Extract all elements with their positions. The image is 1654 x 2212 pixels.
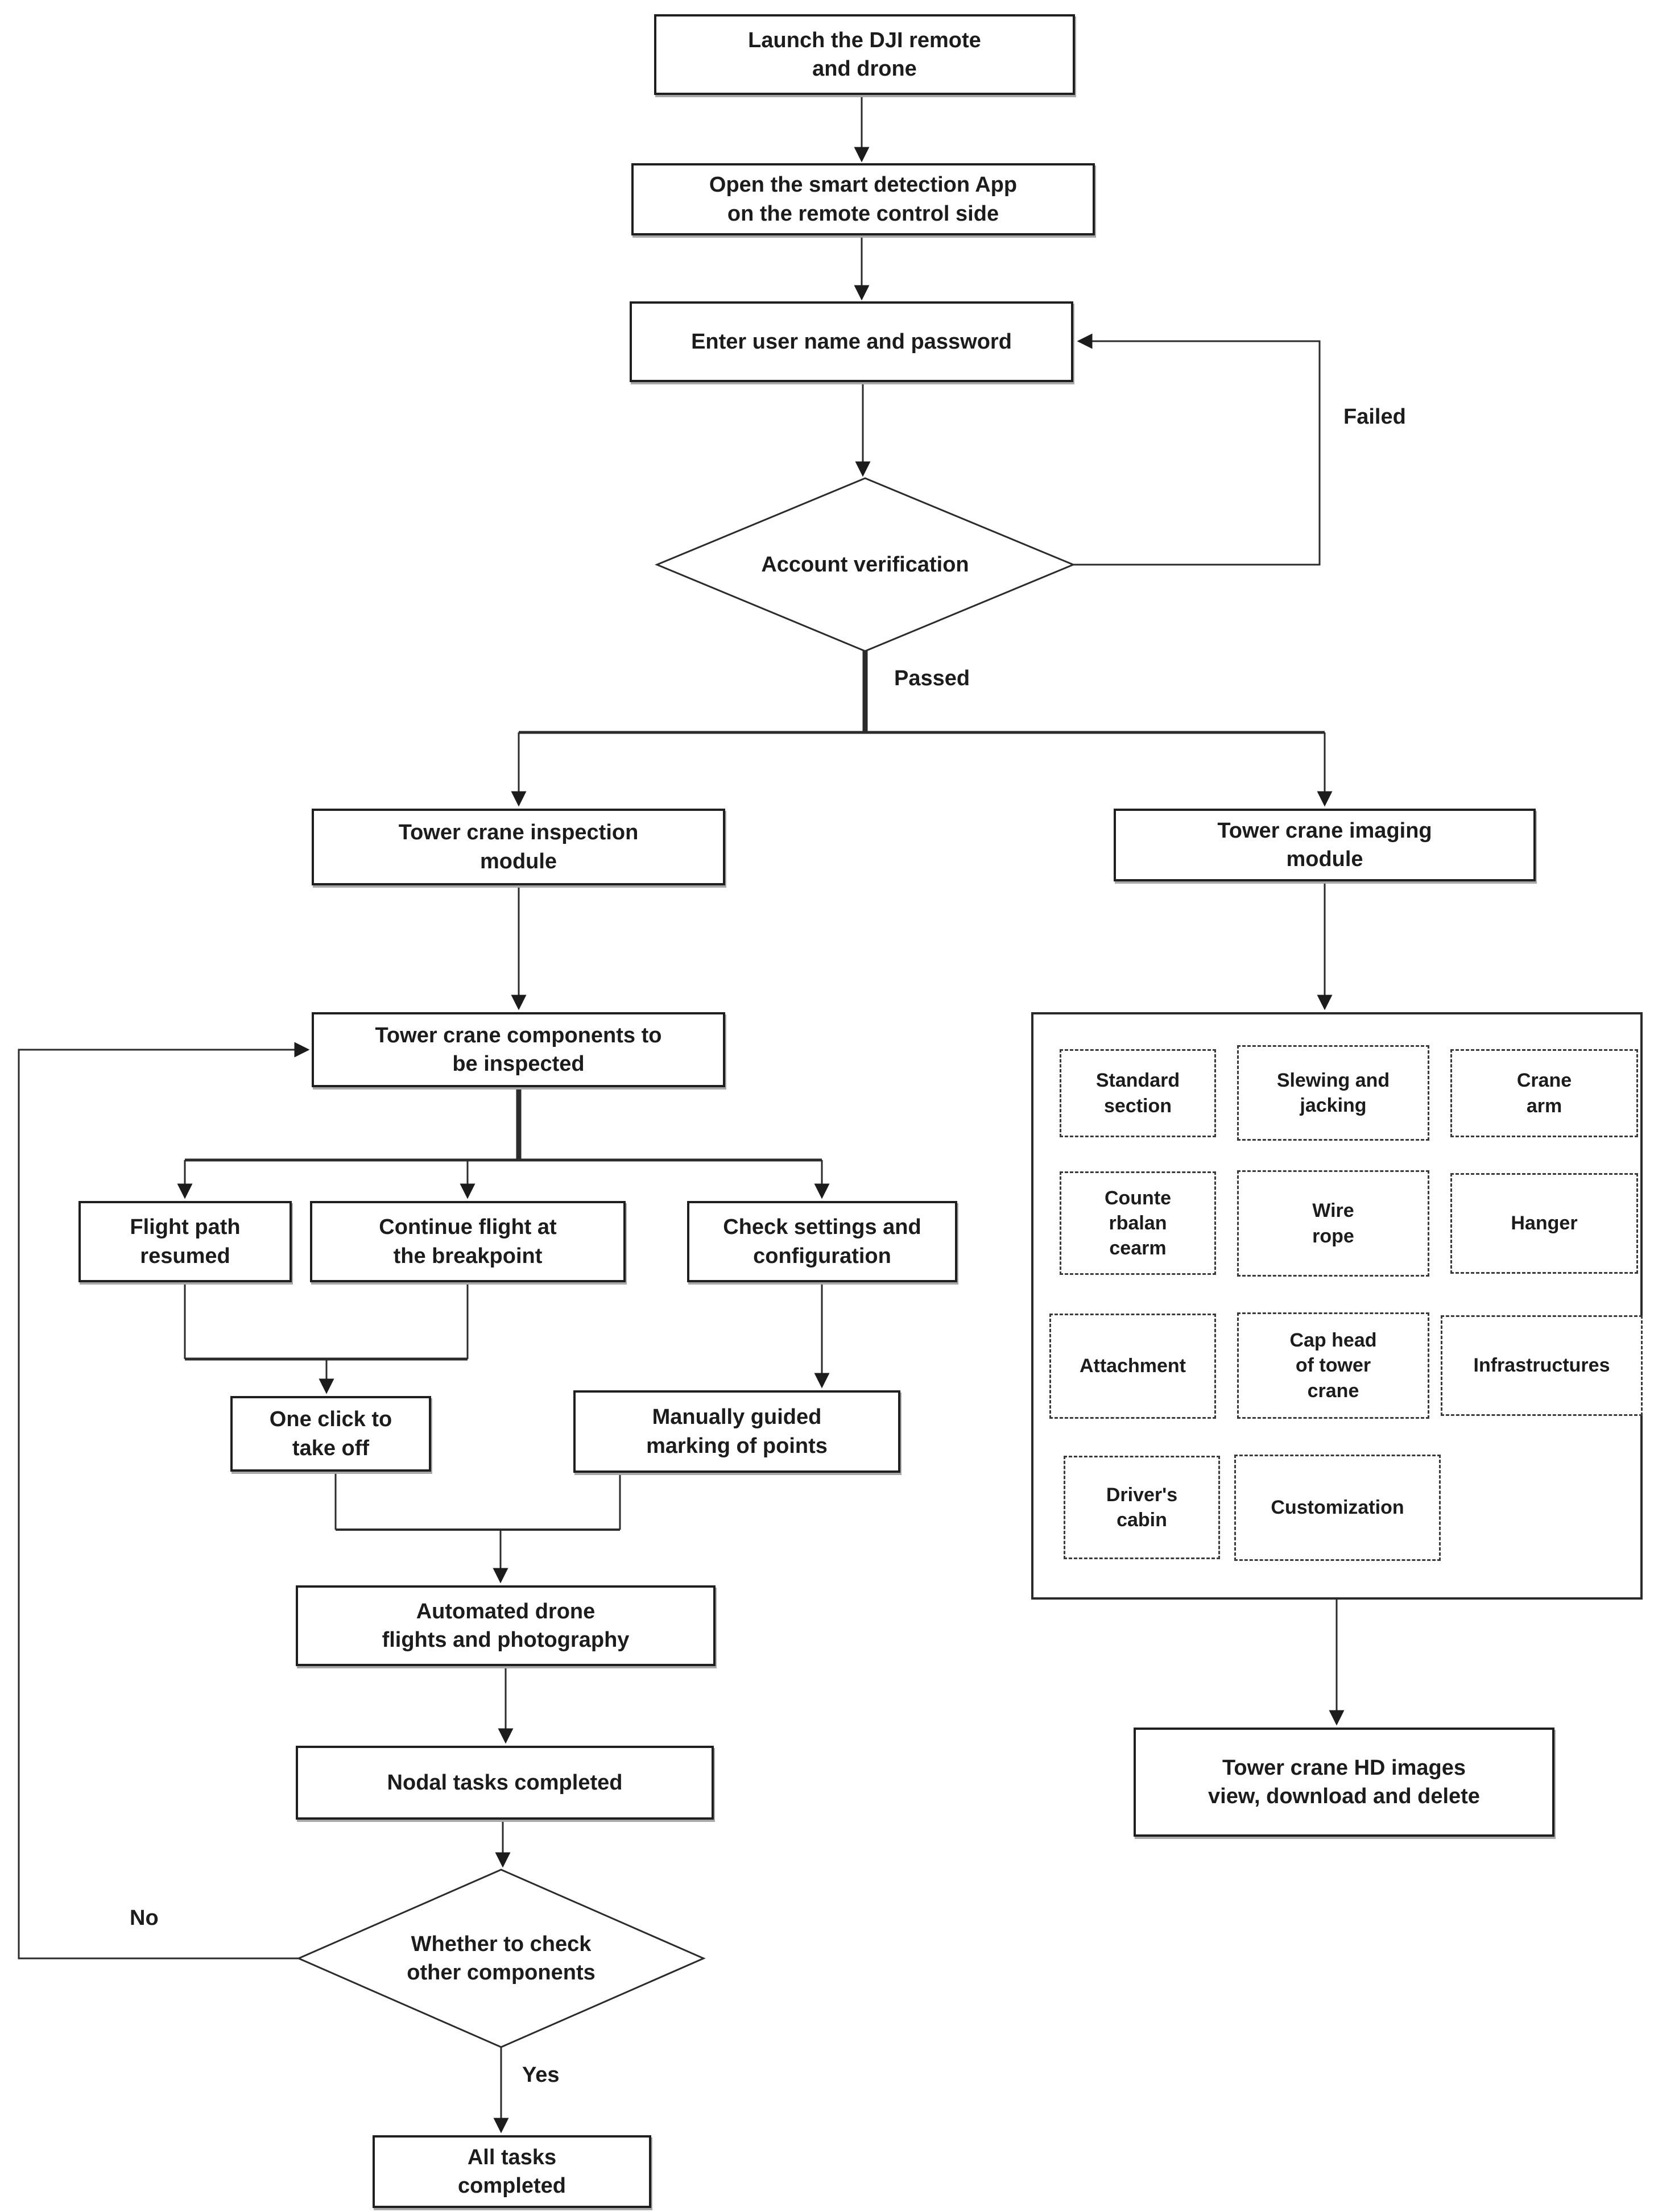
node-all-tasks-completed: All tasks completed [373,2135,651,2208]
node-inspection-module: Tower crane inspection module [312,809,725,885]
node-manual-marking: Manually guided marking of points [573,1390,900,1473]
node-one-click-takeoff: One click to take off [230,1396,431,1472]
decision-account-verification: Account verification [761,552,969,577]
imaging-item-slewing-jacking: Slewing and jacking [1237,1045,1429,1141]
imaging-item-attachment: Attachment [1049,1314,1216,1419]
edge-label-failed: Failed [1343,405,1406,429]
imaging-item-customization: Customization [1234,1455,1441,1561]
imaging-item-standard-section: Standard section [1060,1049,1216,1137]
imaging-item-crane-arm: Crane arm [1450,1049,1638,1137]
node-flight-path-resumed: Flight path resumed [78,1201,292,1282]
imaging-item-hanger: Hanger [1450,1173,1638,1274]
node-launch-remote: Launch the DJI remote and drone [654,14,1075,95]
imaging-item-counterbalance-arm: Counte rbalan cearm [1060,1171,1216,1275]
node-imaging-module: Tower crane imaging module [1114,809,1536,881]
node-continue-flight: Continue flight at the breakpoint [310,1201,626,1282]
node-automated-flights: Automated drone flights and photography [296,1585,716,1666]
decision-check-other-components: Whether to check other components [407,1932,596,1985]
edge-label-passed: Passed [894,666,970,690]
node-hd-images: Tower crane HD images view, download and… [1134,1728,1554,1837]
node-nodal-tasks: Nodal tasks completed [296,1746,714,1820]
imaging-item-cap-head: Cap head of tower crane [1237,1312,1429,1419]
node-components-to-inspect: Tower crane components to be inspected [312,1012,725,1087]
imaging-item-wire-rope: Wire rope [1237,1170,1429,1277]
node-check-settings: Check settings and configuration [687,1201,957,1282]
edge-label-no: No [130,1906,159,1930]
imaging-item-infrastructures: Infrastructures [1441,1315,1643,1416]
node-open-app: Open the smart detection App on the remo… [631,163,1095,235]
node-enter-credentials: Enter user name and password [630,301,1073,382]
edge-label-yes: Yes [522,2063,560,2087]
imaging-item-drivers-cabin: Driver's cabin [1064,1456,1220,1559]
